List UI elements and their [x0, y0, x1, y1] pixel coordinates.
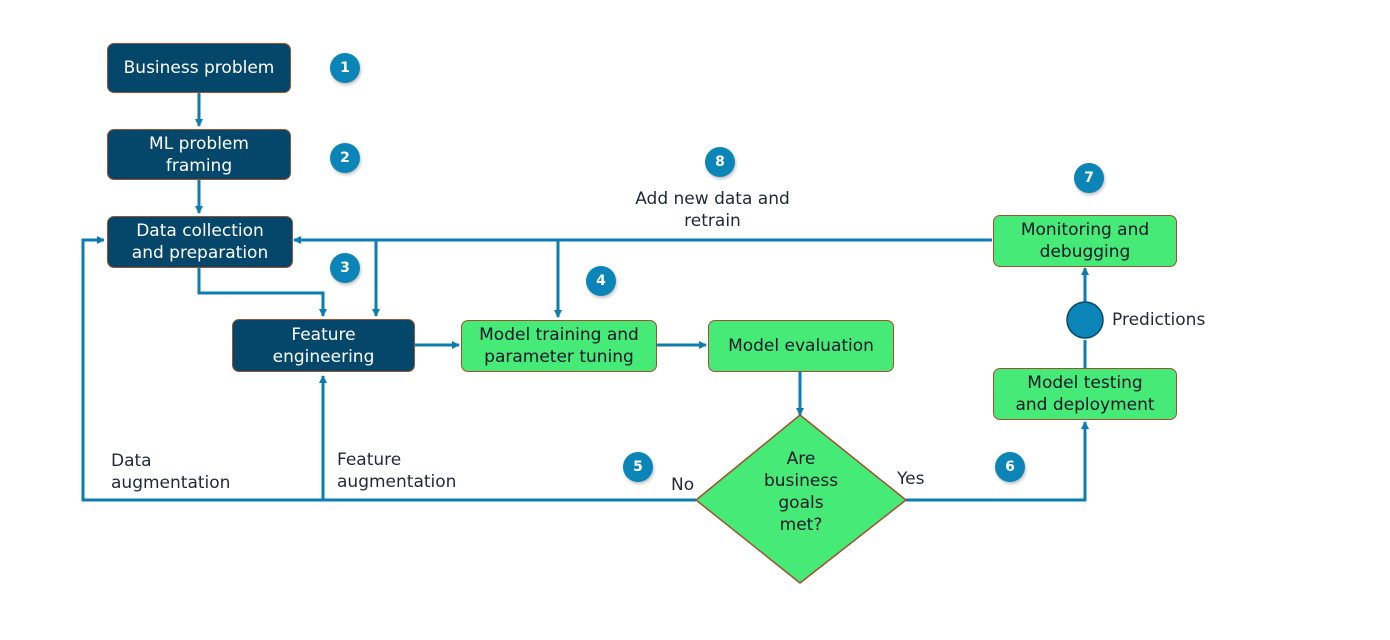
step-badge-8: 8 — [705, 147, 735, 177]
step-badge-5: 5 — [623, 452, 653, 482]
feature-augmentation-line-2: augmentation — [337, 472, 457, 492]
model-evaluation-box: Model evaluation — [708, 320, 894, 372]
business-problem-label: Business problem — [123, 58, 275, 78]
step-badge-3: 3 — [330, 253, 360, 283]
step-badge-1: 1 — [330, 53, 360, 83]
edge-data-to-feature — [197, 268, 327, 317]
monitoring-line-1: Monitoring and — [1020, 220, 1150, 240]
ml-problem-framing-box: ML problem framing — [107, 129, 291, 180]
retrain-line-2: retrain — [684, 211, 741, 231]
feature-engineering-line-2: engineering — [272, 346, 375, 367]
step-badge-7: 7 — [1074, 163, 1104, 193]
data-augmentation-line-1: Data — [111, 451, 152, 471]
ml-problem-framing-line-1: ML problem — [149, 133, 249, 154]
decision-line-2: business — [763, 471, 839, 491]
feature-augmentation-label: Feature augmentation — [337, 449, 456, 493]
model-testing-box: Model testing and deployment — [993, 368, 1177, 420]
data-collection-line-1: Data collection — [136, 221, 264, 241]
model-testing-line-1: Model testing — [1027, 373, 1143, 393]
monitoring-box: Monitoring and debugging — [993, 215, 1177, 267]
data-augmentation-label: Data augmentation — [111, 450, 230, 494]
data-augmentation-line-2: augmentation — [111, 473, 231, 493]
model-testing-line-2: and deployment — [1015, 395, 1155, 415]
decision-line-1: Are — [786, 449, 816, 469]
data-collection-box: Data collection and preparation — [107, 216, 293, 268]
feature-engineering-line-1: Feature — [291, 324, 356, 345]
model-training-box: Model training and parameter tuning — [461, 320, 657, 372]
decision-label: Are business goals met? — [744, 448, 858, 536]
business-problem-box: Business problem — [107, 43, 291, 93]
feature-engineering-box: Feature engineering — [232, 319, 415, 372]
no-label: No — [671, 475, 695, 495]
retrain-line-1: Add new data and — [635, 189, 790, 209]
retrain-label: Add new data and retrain — [620, 188, 805, 232]
step-badge-6: 6 — [995, 452, 1025, 482]
decision-line-4: met? — [779, 515, 823, 535]
decision-line-3: goals — [778, 493, 824, 513]
ml-problem-framing-line-2: framing — [165, 155, 233, 176]
step-badge-2: 2 — [330, 143, 360, 173]
predictions-node — [1066, 301, 1104, 339]
step-badge-4: 4 — [586, 266, 616, 296]
model-training-line-2: parameter tuning — [484, 347, 634, 367]
model-training-line-1: Model training and — [479, 325, 639, 345]
edge-no-to-data — [81, 236, 323, 502]
monitoring-line-2: debugging — [1039, 242, 1131, 262]
yes-label: Yes — [897, 469, 925, 489]
predictions-label: Predictions — [1112, 310, 1206, 330]
feature-augmentation-line-1: Feature — [337, 450, 402, 470]
edge-yes-to-testing — [906, 421, 1089, 502]
decision-diamond — [694, 414, 908, 584]
model-evaluation-label: Model evaluation — [728, 336, 874, 356]
data-collection-line-2: and preparation — [131, 243, 269, 263]
